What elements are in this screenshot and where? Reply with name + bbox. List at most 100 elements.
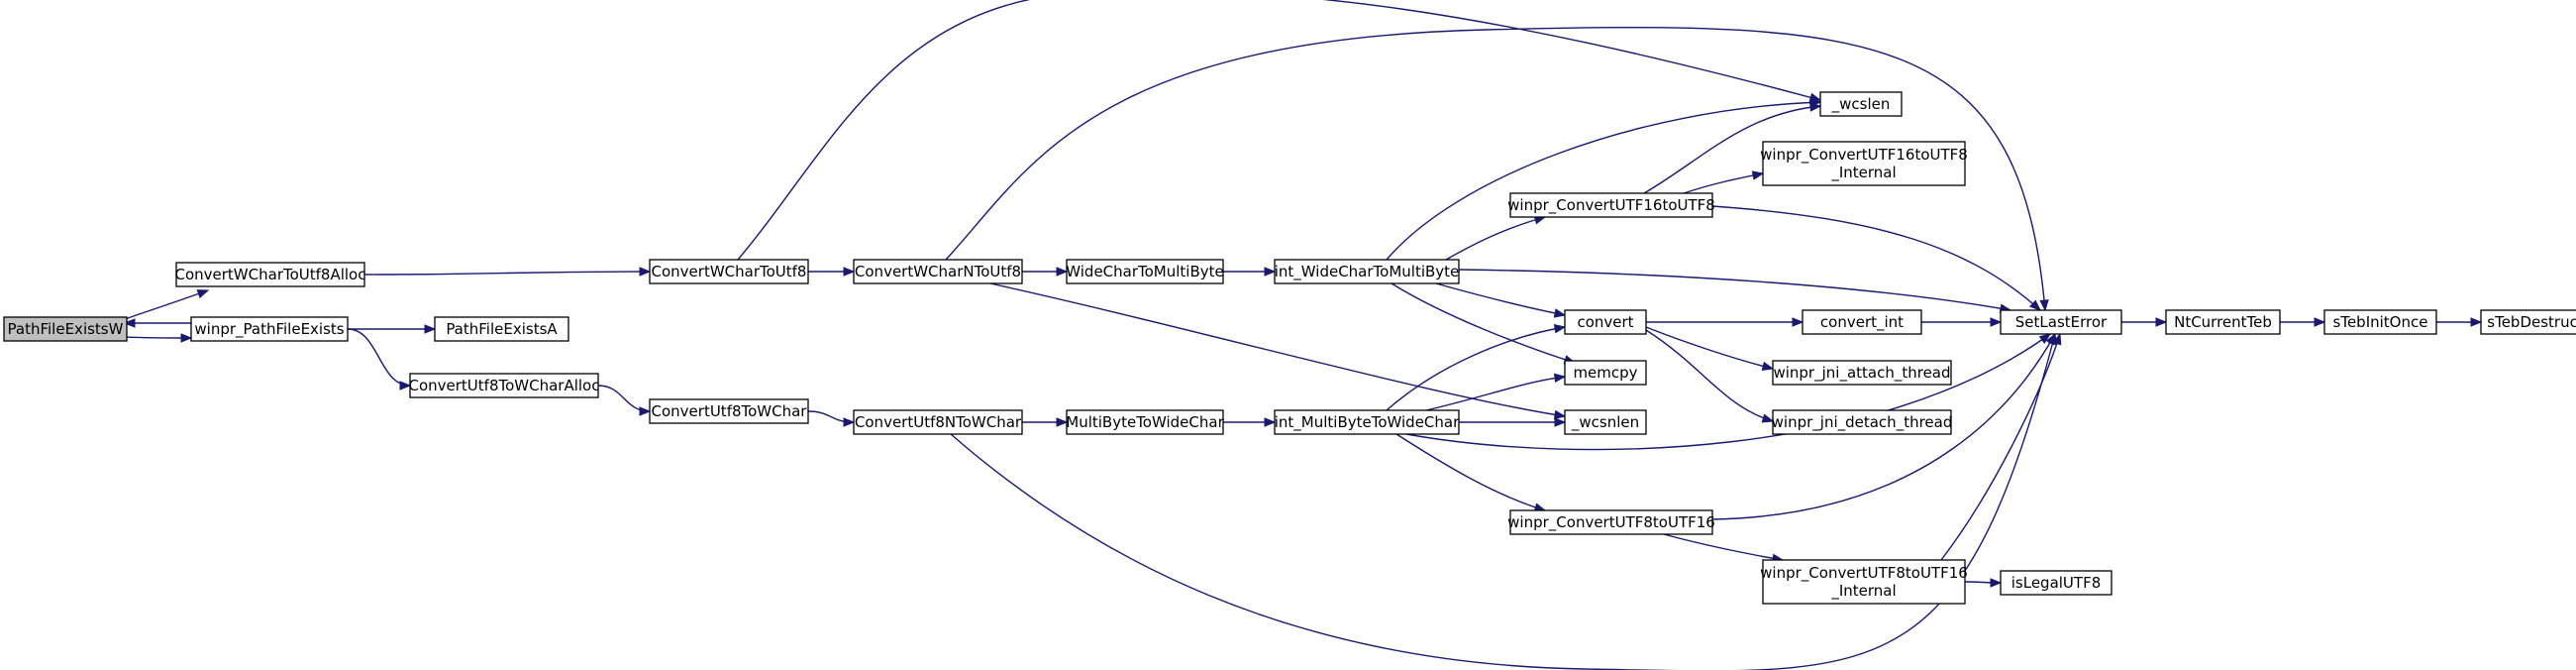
edge-line [989,282,1566,417]
node-winpr-jni-attach-thread[interactable]: winpr_jni_attach_thread [1772,360,1952,386]
node-convert-int[interactable]: convert_int [1802,309,1922,335]
node-label: winpr_ConvertUTF16toUTF8 [1507,196,1715,215]
arrowhead-icon [2038,333,2052,344]
node-winpr-convertutf8toutf16-internal[interactable]: winpr_ConvertUTF8toUTF16_Internal [1760,559,1968,605]
edge-line [1386,326,1566,411]
arrowhead-icon [1264,267,1277,277]
node-box [2323,309,2437,335]
arrowhead-icon [1809,102,1822,112]
edge-winpr-pathfileexists-to-convertutf8towcharalloc [347,328,412,391]
arrowhead-icon [2052,332,2062,346]
node-convertwchartoutf8[interactable]: ConvertWCharToUtf8 [649,259,809,284]
node-memcpy[interactable]: memcpy [1564,360,1647,386]
edge-convertwchartoutf8-to-convertwcharntoutf8 [807,267,856,277]
node-winpr-jni-detach-thread[interactable]: winpr_jni_detach_thread [1772,409,1953,435]
edge-line [1445,216,1546,261]
node-wcsnlen[interactable]: _wcsnlen [1564,409,1647,435]
node-label: ConvertUtf8NToWChar [855,413,1022,431]
node-label: winpr_ConvertUTF8toUTF16 [1760,564,1968,583]
node-convertwcharntoutf8[interactable]: ConvertWCharNToUtf8 [853,259,1023,284]
edge-convertutf8towcharalloc-to-convertutf8towchar [597,385,652,416]
edge-winpr-convertutf16toutf8-to-winpr-convertutf16toutf8-internal [1683,170,1765,194]
node-winpr-convertutf16toutf8-internal[interactable]: winpr_ConvertUTF16toUTF8_Internal [1760,141,1968,186]
node-convert[interactable]: convert [1564,309,1647,335]
node-label: _Internal [1830,164,1896,182]
edge-convert-to-winpr-jni-attach-thread [1645,326,1775,372]
node-multibytetowidechar[interactable]: MultiByteToWideChar [1066,409,1225,435]
arrowhead-icon [1761,361,1775,372]
node-box [1066,259,1224,284]
arrowhead-icon [1761,413,1775,423]
edge-line [1711,205,2041,311]
edge-line [1940,333,2061,561]
node-label: sTebDestruct [2487,313,2576,331]
node-label: winpr_ConvertUTF8toUTF16 [1507,513,1715,532]
node-box [1509,509,1713,535]
edge-int-widechartomultibyte-to-setlasterror [1458,269,2012,313]
node-stebdestruct[interactable]: sTebDestruct [2480,309,2576,335]
node-winpr-pathfileexists[interactable]: winpr_PathFileExists [190,316,349,342]
node-label: ConvertWCharToUtf8Alloc [175,266,366,283]
edge-pathfileexistsw-to-winpr-pathfileexists [124,333,193,343]
edge-setlasterror-to-ntcurrentteb [2120,317,2168,327]
node-convertutf8ntowchar[interactable]: ConvertUtf8NToWChar [853,409,1023,435]
node-islegalutf8[interactable]: isLegalUTF8 [2000,570,2112,596]
edge-winpr-convertutf8toutf16-internal-to-islegalutf8 [1964,578,2003,588]
node-widechartomultibyte[interactable]: WideCharToMultiByte [1066,259,1224,284]
arrowhead-icon [1553,308,1567,318]
node-int-widechartomultibyte[interactable]: int_WideCharToMultiByte [1274,259,1460,284]
arrowhead-icon [2029,299,2042,311]
arrowhead-icon [1990,317,2003,327]
node-pathfileexistsw[interactable]: PathFileExistsW [3,316,128,342]
arrowhead-icon [843,417,856,427]
node-convertutf8towcharalloc[interactable]: ConvertUtf8ToWCharAlloc [409,373,600,398]
node-wcslen[interactable]: _wcslen [1819,91,1903,117]
node-label: SetLastError [2015,313,2108,331]
node-ntcurrentteb[interactable]: NtCurrentTeb [2165,309,2281,335]
edge-int-widechartomultibyte-to-convert [1435,282,1567,318]
edge-winpr-pathfileexists-to-pathfileexistsa [348,324,437,334]
arrowhead-icon [1056,417,1069,427]
arrowhead-icon [1553,373,1567,384]
arrowhead-icon [424,324,437,334]
node-box [2000,570,2112,596]
edge-convertwchartoutf8-to-wcslen [737,0,1822,261]
arrowhead-icon [1056,267,1069,277]
edge-int-widechartomultibyte-to-wcslen [1386,97,1822,261]
arrowhead-icon [843,267,856,277]
arrowhead-icon [1792,317,1804,327]
edge-line [1458,269,2011,311]
edge-line [1391,282,1576,364]
node-stebinitonce[interactable]: sTebInitOnce [2323,309,2437,335]
node-label: ConvertUtf8ToWChar [652,402,808,420]
node-int-multibytetowidechar[interactable]: int_MultiByteToWideChar [1274,409,1460,435]
node-box [1762,559,1966,605]
arrowhead-icon [1553,324,1567,334]
arrowhead-icon [196,289,210,299]
edge-line [1395,433,1546,511]
node-pathfileexistsa[interactable]: PathFileExistsA [434,316,569,342]
node-label: convert_int [1820,313,1904,332]
arrowhead-icon [639,267,652,277]
node-box [853,409,1023,435]
node-winpr-convertutf16toutf8[interactable]: winpr_ConvertUTF16toUTF8 [1507,192,1715,218]
node-box [1819,91,1903,117]
edge-pathfileexistsw-to-convertwchartoutf8alloc [124,289,210,320]
arrowhead-icon [2155,317,2168,327]
node-label: ConvertWCharNToUtf8 [855,263,1021,280]
node-setlasterror[interactable]: SetLastError [2000,309,2122,335]
node-label: WideCharToMultiByte [1066,263,1224,280]
node-convertwchartoutf8alloc[interactable]: ConvertWCharToUtf8Alloc [175,262,366,287]
arrowhead-icon [1751,170,1765,180]
node-label: winpr_jni_detach_thread [1772,413,1953,432]
node-label: winpr_jni_attach_thread [1773,364,1950,383]
node-convertutf8towchar[interactable]: ConvertUtf8ToWChar [649,398,809,424]
node-label: int_MultiByteToWideChar [1275,413,1460,432]
node-label: sTebInitOnce [2333,313,2428,331]
edge-winpr-convertutf16toutf8-to-wcslen [1643,102,1822,194]
edge-winpr-pathfileexists-to-pathfileexistsw [123,318,191,328]
node-winpr-convertutf8toutf16[interactable]: winpr_ConvertUTF8toUTF16 [1507,509,1715,535]
node-label: isLegalUTF8 [2011,574,2102,592]
edge-convertwcharntoutf8-to-setlasterror [945,26,2049,312]
